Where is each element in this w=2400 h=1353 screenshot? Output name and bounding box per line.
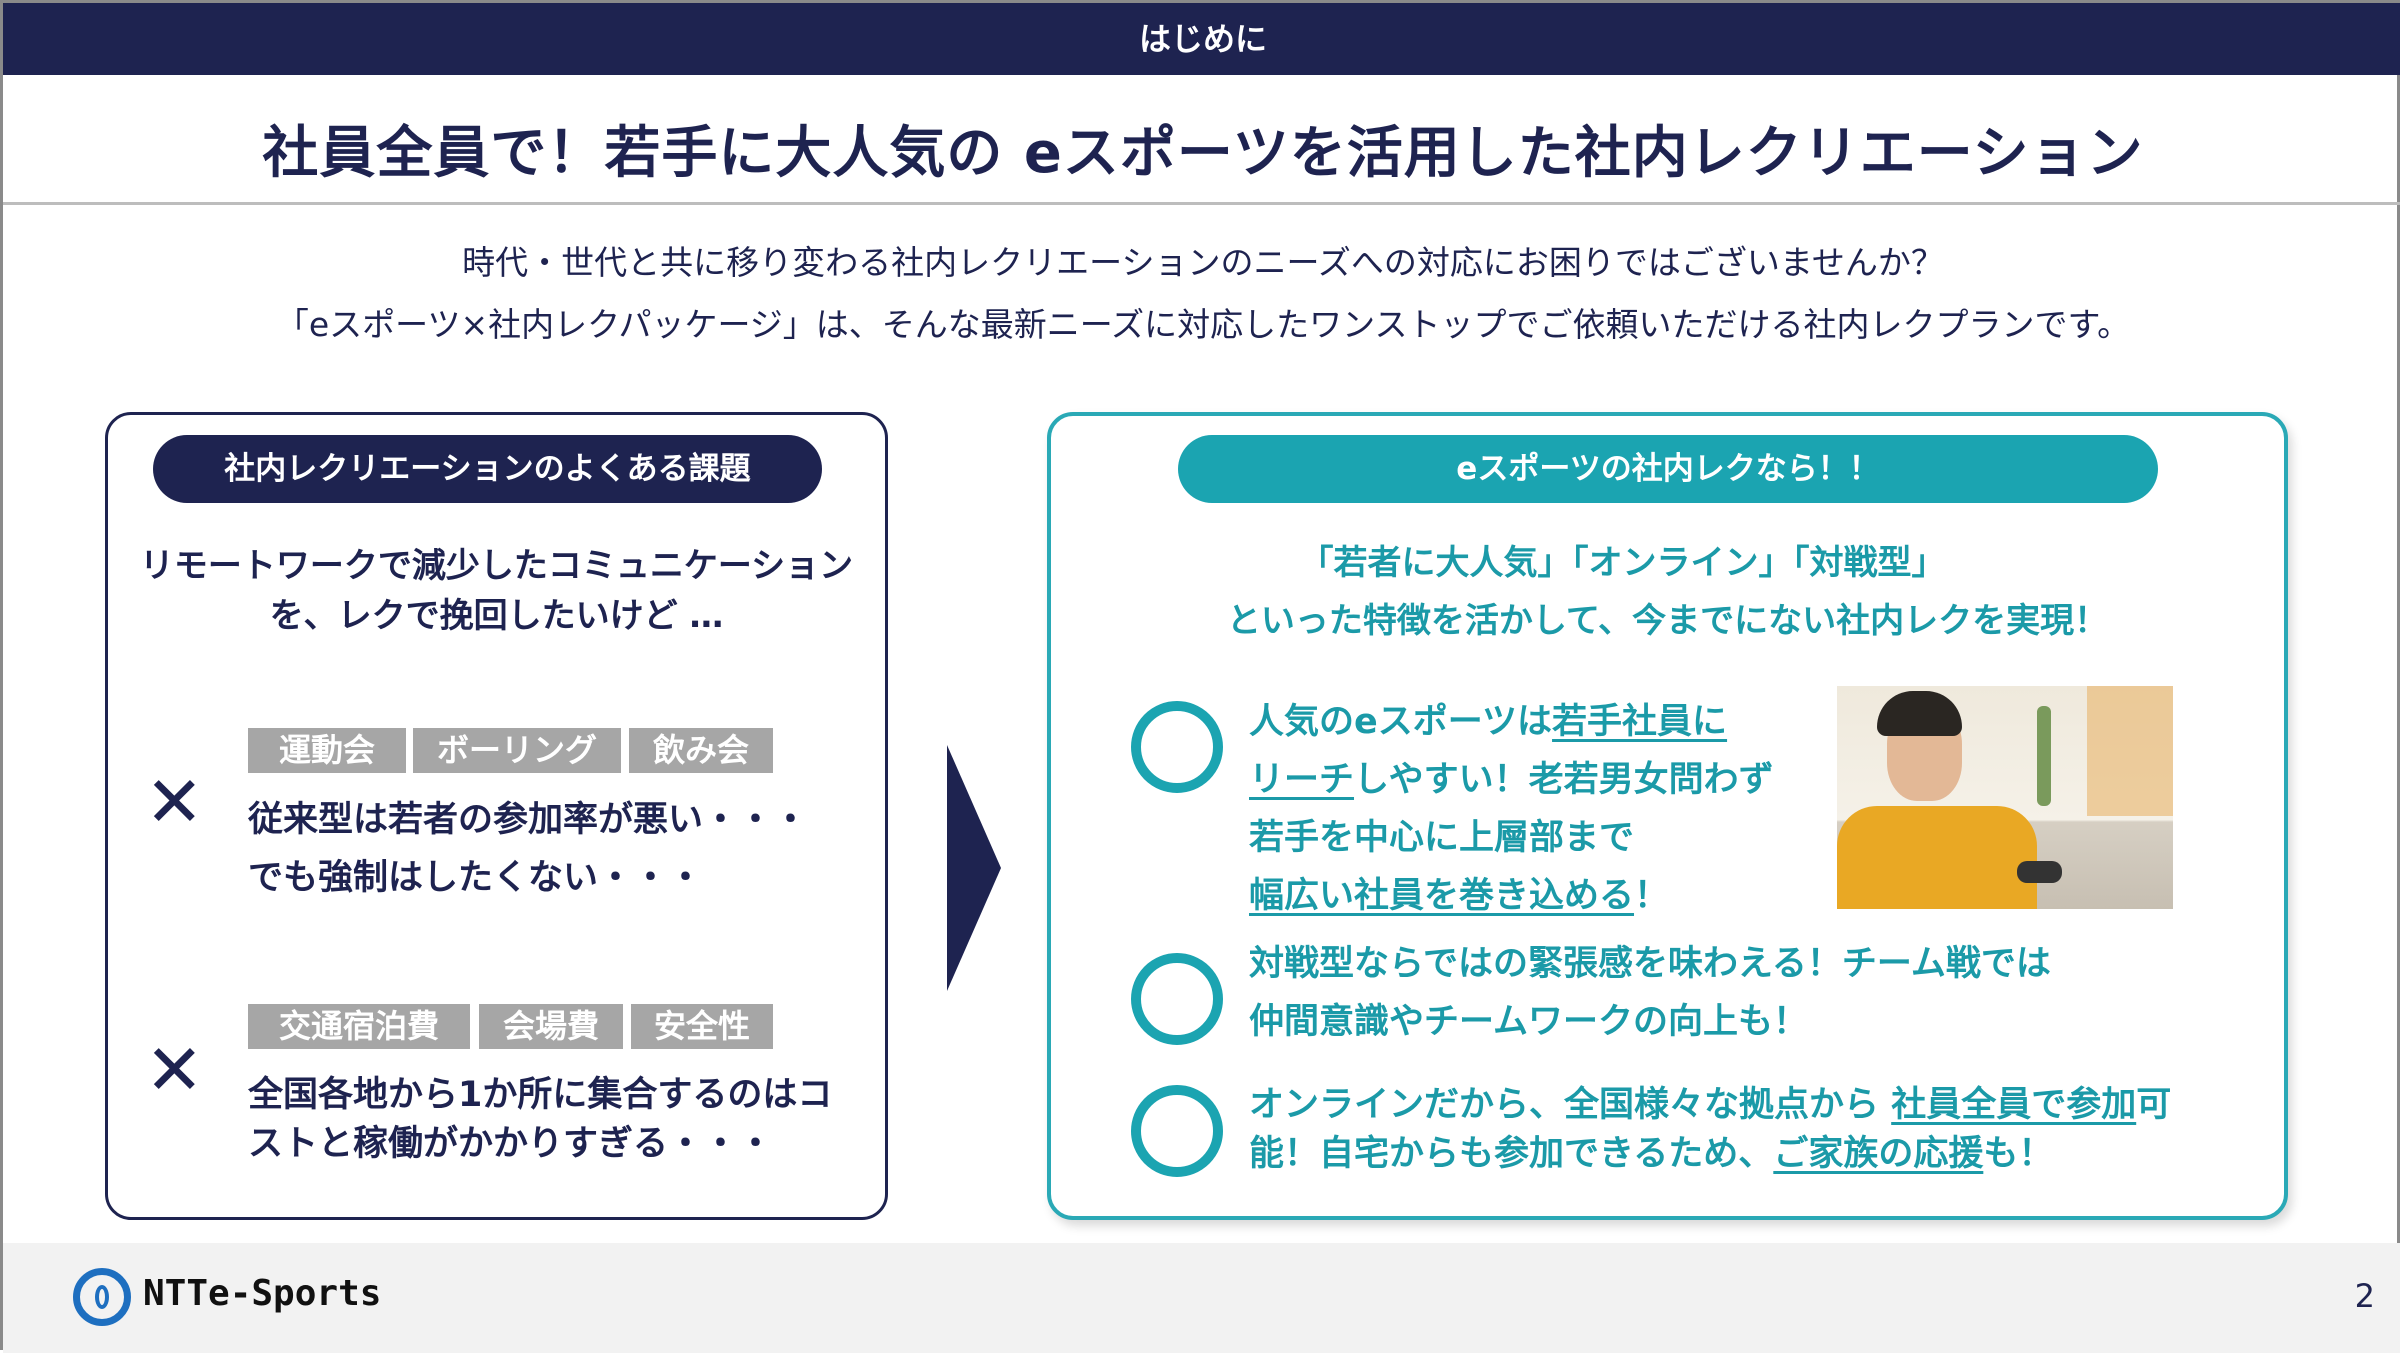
footer: NTTe-Sports 2 — [3, 1243, 2400, 1353]
point-text: 能！自宅からも参加できるため、 — [1249, 1134, 1774, 1174]
solution-pill: eスポーツの社内レクなら！！ — [1178, 435, 2158, 503]
point-text: 対戦型ならではの緊張感を味わえる！チーム戦では — [1249, 944, 2051, 984]
point-text: 人気のeスポーツは — [1249, 702, 1553, 742]
issues-heading: リモートワークで減少したコミュニケーション を、レクで挽回したいけど … — [105, 541, 888, 641]
ntt-logo-icon — [73, 1268, 131, 1326]
issue-text: 全国各地から1か所に集合するのはコ — [248, 1075, 833, 1115]
tag: 会場費 — [479, 1004, 623, 1049]
point-emphasis: ご家族の応援 — [1773, 1134, 1984, 1174]
point-text: 仲間意識やチームワークの向上も！ — [1249, 1002, 1808, 1042]
solution-heading-line: といった特徴を活かして、今までにない社内レクを実現！ — [1226, 601, 2109, 641]
circle-icon — [1131, 1085, 1223, 1177]
tag: 運動会 — [248, 728, 406, 773]
solution-heading-line: 「若者に大人気」「オンライン」「対戦型」 — [1299, 543, 1946, 583]
divider — [3, 202, 2400, 205]
point-emphasis: 社員全員で参加 — [1891, 1085, 2137, 1125]
point-text: ！ — [1634, 876, 1670, 916]
point-emphasis: リーチ — [1249, 760, 1355, 800]
point-text: しやすい！老若男女問わず — [1354, 760, 1774, 800]
point-2: 対戦型ならではの緊張感を味わえる！チーム戦では 仲間意識やチームワークの向上も！ — [1249, 935, 2051, 1051]
point-text: も！ — [1983, 1134, 2054, 1174]
issue-text: ストと稼働がかかりすぎる・・・ — [248, 1124, 774, 1164]
issue-text: でも強制はしたくない・・・ — [248, 858, 704, 898]
circle-icon — [1131, 953, 1223, 1045]
page-title: 社員全員で！若手に大人気の eスポーツを活用した社内レクリエーション — [262, 121, 2144, 186]
arrow-right-icon — [947, 745, 1001, 991]
point-text: オンラインだから、全国様々な拠点から — [1249, 1085, 1892, 1125]
tag: 交通宿泊費 — [248, 1004, 470, 1049]
issues-heading-line: を、レクで挽回したいけど … — [269, 596, 724, 636]
solution-heading: 「若者に大人気」「オンライン」「対戦型」 といった特徴を活かして、今までにない社… — [1047, 534, 2288, 650]
issues-pill: 社内レクリエーションのよくある課題 — [153, 435, 822, 503]
tag: 安全性 — [631, 1004, 773, 1049]
cross-icon: ✕ — [145, 1029, 204, 1111]
point-text: 若手を中心に上層部まで — [1249, 818, 1635, 858]
cross-icon: ✕ — [145, 761, 204, 843]
point-1: 人気のeスポーツは若手社員に リーチしやすい！老若男女問わず 若手を中心に上層部… — [1249, 693, 1774, 925]
section-header: はじめに — [3, 3, 2400, 75]
issues-panel — [105, 412, 888, 1220]
issue-text: 従来型は若者の参加率が悪い・・・ — [248, 800, 809, 840]
tag: ボーリング — [413, 728, 621, 773]
page-number: 2 — [2354, 1277, 2375, 1315]
gamer-photo — [1837, 686, 2173, 909]
point-emphasis: 幅広い社員を巻き込める — [1249, 876, 1635, 916]
point-text: 可 — [2136, 1085, 2172, 1125]
point-3: オンラインだから、全国様々な拠点から 社員全員で参加可 能！自宅からも参加できる… — [1249, 1081, 2171, 1179]
issues-heading-line: リモートワークで減少したコミュニケーション — [139, 546, 854, 586]
company-logo: NTTe-Sports — [143, 1273, 382, 1314]
point-emphasis: 若手社員に — [1552, 702, 1728, 742]
tag: 飲み会 — [629, 728, 773, 773]
intro-line-2: 「eスポーツ×社内レクパッケージ」は、そんな最新ニーズに対応したワンストップでご… — [275, 305, 2131, 344]
intro-line-1: 時代・世代と共に移り変わる社内レクリエーションのニーズへの対応にお困りではござい… — [462, 243, 1944, 282]
circle-icon — [1131, 701, 1223, 793]
